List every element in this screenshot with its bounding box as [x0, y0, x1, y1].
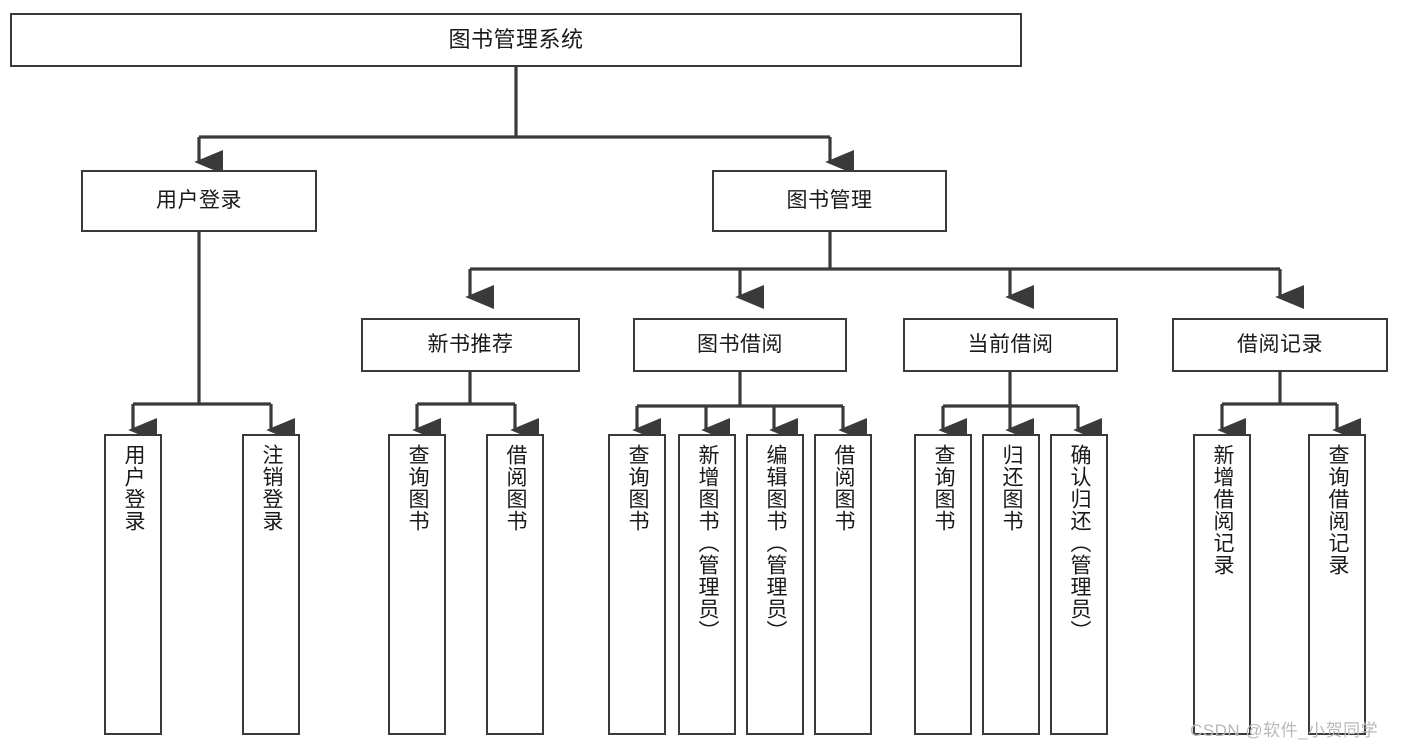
csdn-watermark: CSDN @软件_小贺同学 [1190, 721, 1379, 740]
node-leaf-confirm-return-admin-label: 确认归还（管理员） [1068, 444, 1092, 642]
node-leaf-return-book-label: 归还图书 [1000, 444, 1024, 532]
node-leaf-add-book-admin-label: 新增图书（管理员） [696, 444, 720, 642]
node-leaf-add-borrow-record[interactable]: 新增借阅记录 [1193, 434, 1251, 735]
node-leaf-user-login[interactable]: 用户登录 [104, 434, 162, 735]
node-leaf-query-book-borrow[interactable]: 查询图书 [608, 434, 666, 735]
node-leaf-query-book-current-label: 查询图书 [932, 444, 956, 532]
node-book-management-label: 图书管理 [786, 188, 873, 212]
node-leaf-add-book-admin[interactable]: 新增图书（管理员） [678, 434, 736, 735]
node-user-login[interactable]: 用户登录 [81, 170, 317, 232]
node-user-login-label: 用户登录 [156, 188, 242, 212]
node-leaf-edit-book-admin[interactable]: 编辑图书（管理员） [746, 434, 804, 735]
node-leaf-query-book-borrow-label: 查询图书 [626, 444, 650, 532]
node-new-book-recommend[interactable]: 新书推荐 [361, 318, 580, 372]
node-leaf-return-book[interactable]: 归还图书 [982, 434, 1040, 735]
node-leaf-borrow-book-borrow[interactable]: 借阅图书 [814, 434, 872, 735]
node-leaf-query-book-newbook[interactable]: 查询图书 [388, 434, 446, 735]
node-book-management[interactable]: 图书管理 [712, 170, 947, 232]
node-leaf-confirm-return-admin[interactable]: 确认归还（管理员） [1050, 434, 1108, 735]
node-leaf-query-book-current[interactable]: 查询图书 [914, 434, 972, 735]
node-current-borrow-label: 当前借阅 [967, 332, 1054, 356]
node-leaf-edit-book-admin-label: 编辑图书（管理员） [764, 444, 788, 642]
node-leaf-query-book-newbook-label: 查询图书 [406, 444, 430, 532]
node-leaf-borrow-book-borrow-label: 借阅图书 [832, 444, 856, 532]
node-leaf-query-borrow-record[interactable]: 查询借阅记录 [1308, 434, 1366, 735]
node-leaf-borrow-book-newbook-label: 借阅图书 [504, 444, 528, 532]
node-borrow-record[interactable]: 借阅记录 [1172, 318, 1388, 372]
node-root[interactable]: 图书管理系统 [10, 13, 1022, 67]
node-borrow-record-label: 借阅记录 [1237, 332, 1323, 356]
node-root-label: 图书管理系统 [448, 27, 584, 53]
node-current-borrow[interactable]: 当前借阅 [903, 318, 1118, 372]
node-leaf-borrow-book-newbook[interactable]: 借阅图书 [486, 434, 544, 735]
node-leaf-logout-label: 注销登录 [260, 444, 284, 532]
node-leaf-query-borrow-record-label: 查询借阅记录 [1326, 444, 1350, 576]
node-book-borrow[interactable]: 图书借阅 [633, 318, 847, 372]
node-leaf-user-login-label: 用户登录 [122, 444, 146, 532]
node-new-book-recommend-label: 新书推荐 [427, 332, 514, 356]
node-book-borrow-label: 图书借阅 [697, 332, 783, 356]
node-leaf-logout[interactable]: 注销登录 [242, 434, 300, 735]
node-leaf-add-borrow-record-label: 新增借阅记录 [1211, 444, 1235, 576]
